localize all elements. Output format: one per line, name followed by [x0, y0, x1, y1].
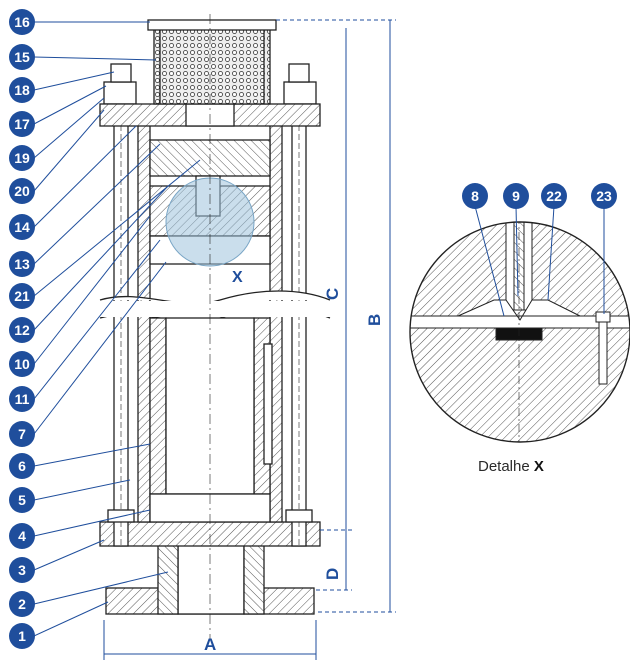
top-nut-right	[283, 81, 317, 105]
dimension-a-label: A	[204, 635, 216, 654]
badge-circle	[9, 283, 35, 309]
badge-circle	[9, 351, 35, 377]
badge-number: 13	[14, 256, 30, 272]
part-badge-10: 10	[9, 351, 35, 377]
badge-circle	[591, 183, 617, 209]
badge-circle	[9, 111, 35, 137]
badge-number: 18	[14, 82, 30, 98]
badge-circle	[9, 487, 35, 513]
badge-number: 9	[512, 188, 520, 204]
part-badge-6: 6	[9, 453, 35, 479]
part-badge-1: 1	[9, 623, 35, 649]
strainer	[153, 25, 271, 105]
part-badge-12: 12	[9, 317, 35, 343]
dimension-d-label: D	[323, 568, 342, 580]
part-badge-20: 20	[9, 178, 35, 204]
badge-number: 22	[546, 188, 562, 204]
part-badge-16: 16	[9, 9, 35, 35]
badge-number: 6	[18, 458, 26, 474]
badge-number: 11	[15, 391, 30, 407]
badge-number: 14	[14, 219, 30, 235]
badge-number: 12	[14, 322, 30, 338]
badge-number: 3	[18, 562, 26, 578]
badge-number: 7	[18, 426, 26, 442]
cylinder-wall-left	[137, 117, 151, 523]
part-badge-7: 7	[9, 421, 35, 447]
badge-circle	[462, 183, 488, 209]
badge-circle	[541, 183, 567, 209]
dimension-b-label: B	[365, 314, 384, 326]
badge-number: 19	[14, 150, 30, 166]
badge-number: 8	[471, 188, 479, 204]
badge-number: 15	[14, 49, 30, 65]
main-assembly	[99, 14, 332, 640]
badge-number: 17	[14, 116, 30, 132]
badge-circle	[9, 623, 35, 649]
badge-number: 1	[18, 628, 26, 644]
leader-lines	[33, 21, 201, 637]
part-badge-14: 14	[9, 214, 35, 240]
badge-number: 20	[14, 183, 30, 199]
part-badge-2: 2	[9, 591, 35, 617]
part-badge-15: 15	[9, 44, 35, 70]
badge-circle	[9, 591, 35, 617]
detail-part-badge-9: 9	[503, 183, 529, 209]
detail-caption-text: Detalhe	[478, 458, 530, 475]
badge-circle	[9, 523, 35, 549]
dimension-lines	[103, 19, 396, 660]
badge-circle	[9, 386, 35, 412]
badge-number: 10	[14, 356, 30, 372]
badge-circle	[9, 178, 35, 204]
badge-circle	[9, 77, 35, 103]
part-badge-11: 11	[9, 386, 35, 412]
badge-circle	[9, 421, 35, 447]
detail-part-badge-22: 22	[541, 183, 567, 209]
strainer-cap	[147, 19, 277, 31]
part-badge-21: 21	[9, 283, 35, 309]
badge-number: 23	[596, 188, 612, 204]
badge-circle	[9, 317, 35, 343]
badge-number: 4	[18, 528, 26, 544]
badge-circle	[9, 251, 35, 277]
badge-circle	[9, 145, 35, 171]
detail-marker-label: X	[232, 269, 243, 286]
part-badge-13: 13	[9, 251, 35, 277]
badge-circle	[9, 9, 35, 35]
badge-circle	[9, 557, 35, 583]
part-badge-3: 3	[9, 557, 35, 583]
part-badge-18: 18	[9, 77, 35, 103]
part-badge-17: 17	[9, 111, 35, 137]
badge-circle	[9, 453, 35, 479]
badge-number: 21	[14, 288, 30, 304]
badge-circle	[503, 183, 529, 209]
dimension-c-label: C	[323, 288, 342, 300]
detail-part-badge-8: 8	[462, 183, 488, 209]
detail-caption-marker: X	[533, 458, 544, 475]
detail-x-view: 8 9 22 23	[409, 183, 630, 443]
badge-number: 16	[14, 14, 30, 30]
part-badge-4: 4	[9, 523, 35, 549]
part-badge-19: 19	[9, 145, 35, 171]
badge-circle	[9, 44, 35, 70]
badge-circle	[9, 214, 35, 240]
part-badge-5: 5	[9, 487, 35, 513]
badge-number: 5	[18, 492, 26, 508]
detail-part-badges: 8 9 22 23	[462, 183, 617, 209]
detail-caption: Detalhe X	[478, 458, 544, 475]
detail-part-badge-23: 23	[591, 183, 617, 209]
badge-number: 2	[18, 596, 26, 612]
top-nut-left	[103, 81, 137, 105]
